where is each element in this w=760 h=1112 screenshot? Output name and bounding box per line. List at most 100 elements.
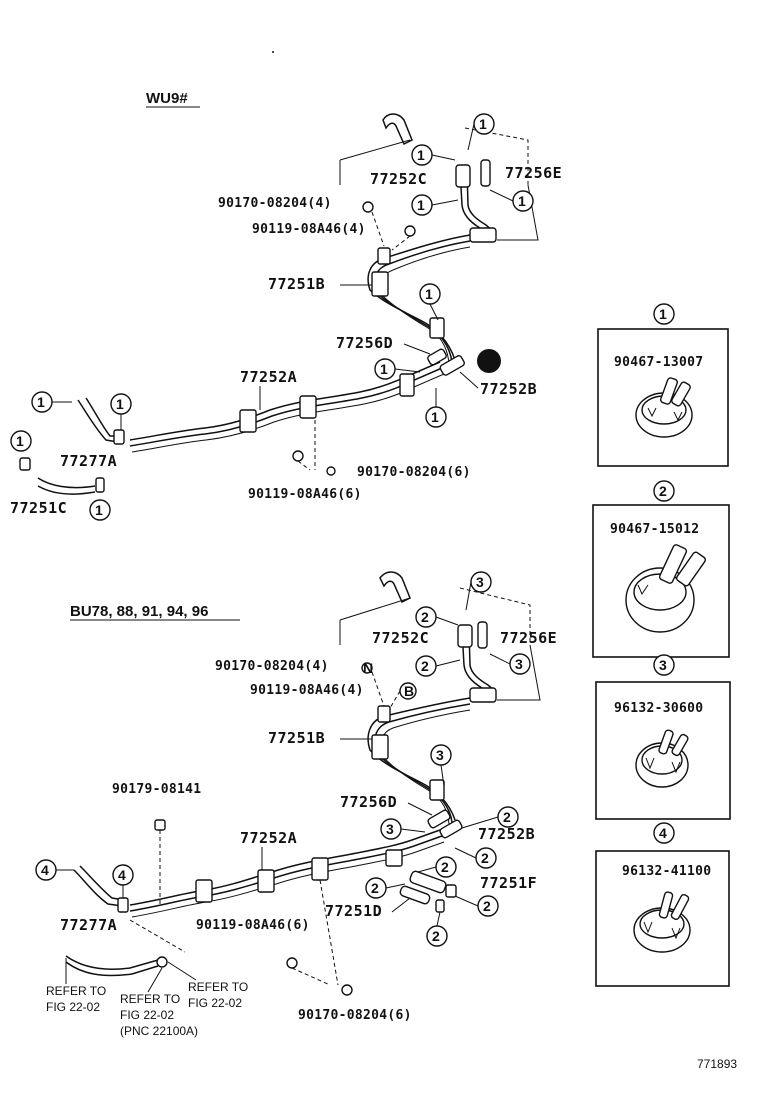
svg-text:3: 3: [436, 747, 444, 763]
bolt-90119-top-6: [292, 450, 304, 462]
label-90119-6-bottom: 90119-08A46(6): [196, 918, 310, 933]
lead-77256d-bottom: [407, 802, 433, 816]
hose-77252b-top: [439, 355, 465, 376]
svg-text:4: 4: [118, 867, 126, 883]
group-bracket-top: [339, 139, 539, 241]
svg-text:4: 4: [659, 825, 667, 841]
label-77252b-bottom: 77252B: [478, 825, 535, 843]
legend: 1 90467-13007 2 90467-15012: [592, 303, 731, 987]
hose-77277a-top-b: [85, 397, 120, 437]
pipe-77252a-top-2: [129, 367, 443, 447]
refer-note-1-line2: FIG 22-02: [46, 1000, 100, 1014]
refer-fitting-bottom: [156, 956, 168, 968]
label-77256e-top: 77256E: [505, 164, 562, 182]
hose-77256e-bottom-body: [477, 621, 488, 649]
filler-neck-bottom: [379, 571, 411, 604]
refer-hose-bottom-b: [65, 961, 159, 977]
hose-77251c-top: [37, 477, 96, 489]
legend-part-3: 96132-30600: [614, 701, 703, 716]
pipe-clip-top-5: [399, 373, 415, 397]
hose-77252c-bottom-body: [457, 624, 473, 648]
bolt-90119-bottom-6: [286, 957, 298, 969]
label-77252c-bottom: 77252C: [372, 629, 429, 647]
clamp-77251c-top-b: [95, 477, 105, 493]
pipe-77252a-top: [129, 361, 441, 441]
label-77251b-bottom: 77251B: [268, 729, 325, 747]
svg-text:1: 1: [16, 433, 24, 449]
svg-text:2: 2: [421, 609, 429, 625]
hose-77277a-bottom: [73, 869, 123, 907]
hose-77256e-top-body: [480, 159, 491, 187]
svg-text:3: 3: [476, 574, 484, 590]
legend-part-2: 90467-15012: [610, 522, 699, 537]
svg-text:2: 2: [432, 928, 440, 944]
refer-note-2-line2: FIG 22-02: [120, 1008, 174, 1022]
nut-90170-bottom-6: [341, 984, 353, 996]
hose-77256d-bottom: [427, 809, 451, 829]
nut-90170-top-6: [326, 466, 336, 476]
refer-note-2-line3: (PNC 22100A): [120, 1024, 198, 1038]
figure-id: 771893: [697, 1057, 737, 1071]
pipe-clip-top-6: [429, 317, 445, 339]
pipe-clip-top-2: [299, 395, 317, 419]
speck: [272, 51, 274, 53]
hose-77252c-top-b: [466, 169, 495, 233]
clamp-13007-icon: [635, 377, 693, 438]
label-77251f-bottom: 77251F: [480, 874, 537, 892]
legend-item-1: 1 90467-13007: [597, 303, 729, 467]
hose-77252c-top-body: [455, 164, 471, 188]
svg-text:1: 1: [417, 197, 425, 213]
pipe-77251b-top-3: [379, 246, 471, 365]
legend-item-2: 2 90467-15012: [592, 480, 730, 658]
label-77252b-top: 77252B: [480, 380, 537, 398]
hose-77252c-bottom-b: [468, 629, 497, 693]
hose-77251c-top-b: [37, 485, 96, 495]
clamp-block-top: [469, 227, 497, 243]
group-bracket-bottom: [339, 597, 541, 701]
refer-note-2-line1: REFER TO: [120, 992, 180, 1006]
label-90170-6-bottom: 90170-08204(6): [298, 1008, 412, 1023]
refer-hose-bottom: [65, 955, 159, 971]
label-90170-4-bottom: 90170-08204(4): [215, 659, 329, 674]
pipe-clip-bottom-7: [429, 779, 445, 801]
pipe-clip-top-4: [377, 247, 391, 265]
hose-77277a-top: [77, 399, 119, 443]
hose-77252b-bottom: [439, 819, 463, 839]
nut-mark-n-bottom: [361, 662, 373, 674]
label-90170-4-top: 90170-08204(4): [218, 196, 332, 211]
label-90119-6-top: 90119-08A46(6): [248, 487, 362, 502]
hose-77251f-bottom: [409, 870, 447, 894]
svg-text:4: 4: [41, 862, 49, 878]
pipe-clip-bottom-3: [311, 857, 329, 881]
label-90119-4-bottom: 90119-08A46(4): [250, 683, 364, 698]
svg-text:2: 2: [421, 658, 429, 674]
pipe-clip-bottom-6: [385, 849, 403, 867]
label-77251d-bottom: 77251D: [325, 902, 382, 920]
bolt-90119-top-4: [404, 225, 416, 237]
callout-dash-bottom-right: [459, 587, 531, 645]
svg-text:1: 1: [431, 409, 439, 425]
label-77256d-bottom: 77256D: [340, 793, 397, 811]
top-section: WU9#: [10, 90, 562, 521]
legend-item-3: 3 96132-30600: [595, 654, 731, 820]
legend-item-4: 4 96132-41100: [595, 822, 730, 987]
svg-text:3: 3: [386, 821, 394, 837]
nut-90170-top-4: [362, 201, 374, 213]
label-77277a-bottom: 77277A: [60, 916, 117, 934]
filler-neck-top: [382, 113, 413, 146]
mark-n: N: [363, 660, 373, 676]
hose-77277a-bottom-b: [79, 865, 125, 901]
callout-leads-top: [52, 123, 514, 430]
svg-text:2: 2: [503, 809, 511, 825]
refer-note-3-line1: REFER TO: [188, 980, 248, 994]
pipe-77252a-bottom-3: [131, 841, 445, 918]
svg-text:1: 1: [116, 396, 124, 412]
svg-text:1: 1: [417, 147, 425, 163]
svg-text:1: 1: [37, 394, 45, 410]
svg-text:1: 1: [518, 193, 526, 209]
svg-text:3: 3: [515, 656, 523, 672]
svg-text:2: 2: [481, 850, 489, 866]
pipe-77252a-bottom-2: [129, 835, 443, 912]
legend-part-1: 90467-13007: [614, 355, 703, 370]
